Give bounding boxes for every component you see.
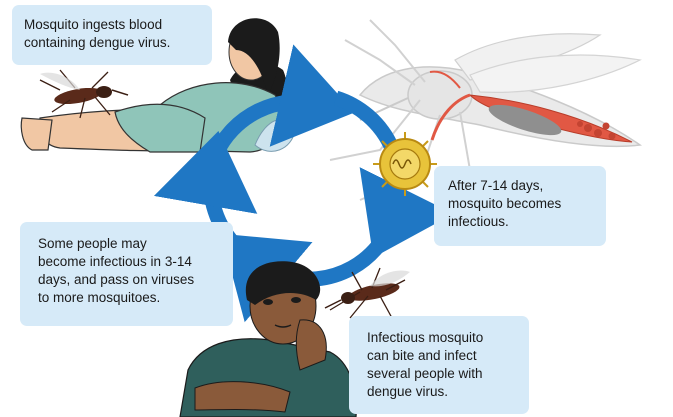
step-text-line: several people with xyxy=(367,365,521,383)
step-text-line: mosquito becomes xyxy=(448,195,598,213)
step-callout-incubation: After 7-14 days, mosquito becomes infect… xyxy=(434,166,606,246)
step-text-line: infectious. xyxy=(448,213,598,231)
step-text-line: can bite and infect xyxy=(367,347,521,365)
virus-particle-icon xyxy=(373,132,437,196)
step-text-line: containing dengue virus. xyxy=(24,34,202,52)
step-callout-ingest: Mosquito ingests blood containing dengue… xyxy=(12,5,212,65)
step-text-line: days, and pass on viruses xyxy=(38,271,225,289)
cycle-arrows-icon xyxy=(211,98,400,279)
step-text-line: dengue virus. xyxy=(367,383,521,401)
step-callout-human-infectious: Some people may become infectious in 3-1… xyxy=(20,222,233,326)
step-text-line: to more mosquitoes. xyxy=(38,289,225,307)
step-text-line: Some people may xyxy=(38,235,225,253)
step-text-line: become infectious in 3-14 xyxy=(38,253,225,271)
step-text-line: Mosquito ingests blood xyxy=(24,16,202,34)
step-text-line: After 7-14 days, xyxy=(448,177,598,195)
step-callout-bite-infect: Infectious mosquito can bite and infect … xyxy=(349,316,529,414)
step-text-line: Infectious mosquito xyxy=(367,329,521,347)
